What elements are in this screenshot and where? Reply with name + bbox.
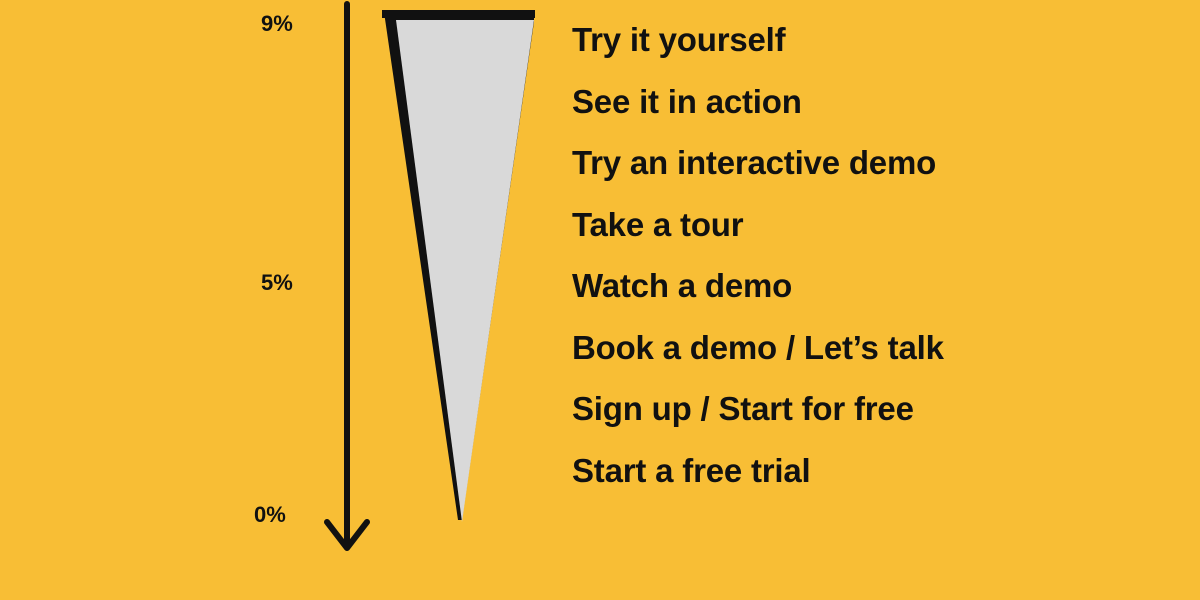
funnel-shape: [396, 20, 534, 522]
axis-label-middle: 5%: [261, 270, 293, 295]
cta-phrase: Take a tour: [572, 205, 744, 243]
cta-phrase: Sign up / Start for free: [572, 390, 914, 427]
axis-label-bottom: 0%: [254, 502, 286, 527]
cta-phrase-list: Try it yourself See it in action Try an …: [572, 20, 944, 512]
axis-arrow-head-icon: [324, 519, 370, 551]
cta-phrase: See it in action: [572, 82, 802, 120]
funnel-top-edge: [382, 10, 535, 18]
cta-phrase: Try an interactive demo: [572, 144, 937, 181]
cta-phrase: Try it yourself: [572, 21, 786, 58]
cta-phrase: Start a free trial: [572, 451, 811, 489]
cta-phrase: Watch a demo: [572, 267, 793, 304]
axis-label-top: 9%: [261, 11, 293, 36]
cta-phrase: Book a demo / Let’s talk: [572, 328, 944, 366]
